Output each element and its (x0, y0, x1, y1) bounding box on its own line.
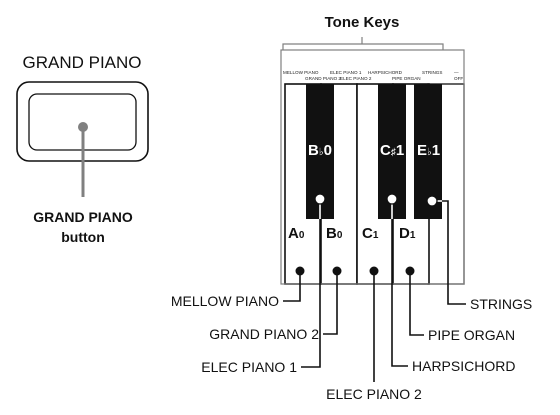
leader-pipe-organ (409, 271, 424, 336)
white-key-label-c1: C1 (362, 225, 379, 242)
tone-label-grand-piano-2: GRAND PIANO 2 (305, 76, 341, 81)
dot-elec-piano-2 (369, 266, 379, 276)
keyboard (280, 49, 465, 285)
tone-label-off: OFF (454, 76, 463, 81)
grand-piano-caption-line1: GRAND PIANO (33, 209, 133, 225)
callout-mellow-piano: MELLOW PIANO (171, 293, 279, 309)
callout-harpsichord: HARPSICHORD (412, 358, 515, 374)
dot-grand-piano-2 (332, 266, 342, 276)
callout-elec-piano-2: ELEC PIANO 2 (326, 386, 422, 402)
tone-label-elec-piano-2: ELEC PIANO 2 (340, 76, 372, 81)
black-key-label-b-flat-0: B♭0 (308, 142, 332, 159)
dot-mellow-piano (295, 266, 305, 276)
tone-label-dash: — (454, 70, 459, 75)
leader-strings (442, 200, 466, 305)
callout-elec-piano-1: ELEC PIANO 1 (201, 359, 297, 375)
callout-strings: STRINGS (470, 296, 532, 312)
tone-label-pipe-organ: PIPE ORGAN (392, 76, 421, 81)
leader-harpsichord (391, 219, 408, 367)
callout-grand-piano-2: GRAND PIANO 2 (209, 326, 319, 342)
grand-piano-dot (78, 122, 88, 132)
black-key-e-flat-1[interactable] (414, 84, 442, 219)
dot-harpsichord (386, 193, 398, 205)
tone-label-elec-piano-1: ELEC PIANO 1 (330, 70, 362, 75)
grand-piano-caption-line2: button (61, 229, 105, 245)
black-key-label-e-flat-1: E♭1 (417, 142, 440, 159)
grand-piano-title: GRAND PIANO (22, 53, 141, 72)
leader-elec-piano-1 (301, 219, 321, 368)
dot-elec-piano-1 (314, 193, 326, 205)
tone-label-strip: MELLOW PIANO ELEC PIANO 1 HARPSICHORD ST… (283, 70, 463, 81)
dot-strings (426, 195, 438, 207)
white-key-label-d1: D1 (399, 225, 416, 242)
dot-pipe-organ (405, 266, 415, 276)
tone-keys-bracket (282, 43, 444, 50)
black-key-label-c-sharp-1: C♯1 (380, 142, 404, 159)
keyboard-frame (280, 49, 465, 285)
tone-label-strings: STRINGS (422, 70, 442, 75)
tone-keys-heading: Tone Keys (325, 14, 400, 31)
callout-pipe-organ: PIPE ORGAN (428, 327, 515, 343)
tone-label-mellow-piano: MELLOW PIANO (283, 70, 319, 75)
leader-grand-piano-2 (323, 271, 338, 335)
tone-label-harpsichord: HARPSICHORD (368, 70, 403, 75)
white-key-label-a0: A0 (288, 225, 305, 242)
leader-mellow-piano (283, 271, 301, 302)
white-key-label-b0: B0 (326, 225, 343, 242)
